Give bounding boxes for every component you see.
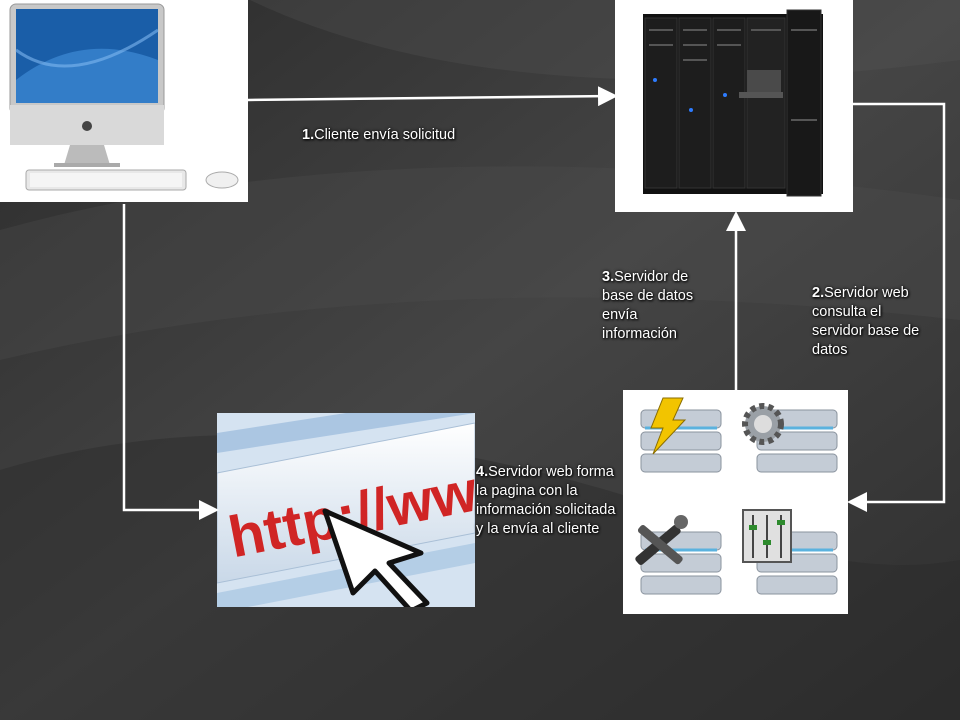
step-1-text: Cliente envía solicitud bbox=[314, 127, 456, 143]
http-browser-icon: http://ww bbox=[217, 413, 475, 607]
web-page-panel: http://ww bbox=[217, 413, 475, 607]
step-3-text: Servidor de base de datos envía informac… bbox=[602, 269, 694, 342]
step-4-number: 4. bbox=[476, 464, 489, 480]
step-3-label: 3.Servidor de base de datos envía inform… bbox=[602, 268, 714, 344]
step-1-label: 1.Cliente envía solicitud bbox=[302, 126, 542, 145]
gear-icon bbox=[742, 403, 784, 445]
computer-icon bbox=[9, 3, 239, 191]
step-4-text: Servidor web forma la pagina con la info… bbox=[476, 464, 616, 537]
lightning-icon bbox=[650, 397, 687, 455]
client-computer-panel bbox=[0, 0, 248, 202]
step-1-number: 1. bbox=[302, 127, 315, 143]
server-rack-icon bbox=[643, 9, 823, 197]
database-server-icon bbox=[635, 397, 838, 595]
step-2-number: 2. bbox=[812, 285, 825, 301]
step-2-label: 2.Servidor web consulta el servidor base… bbox=[812, 284, 930, 360]
mixer-icon bbox=[742, 509, 792, 563]
tools-icon bbox=[635, 515, 688, 565]
step-3-number: 3. bbox=[602, 269, 615, 285]
step-4-label: 4.Servidor web forma la pagina con la in… bbox=[476, 463, 616, 539]
database-server-panel bbox=[623, 390, 848, 614]
cursor-icon bbox=[322, 508, 430, 607]
step-2-text: Servidor web consulta el servidor base d… bbox=[812, 285, 920, 358]
web-server-panel bbox=[615, 0, 853, 212]
